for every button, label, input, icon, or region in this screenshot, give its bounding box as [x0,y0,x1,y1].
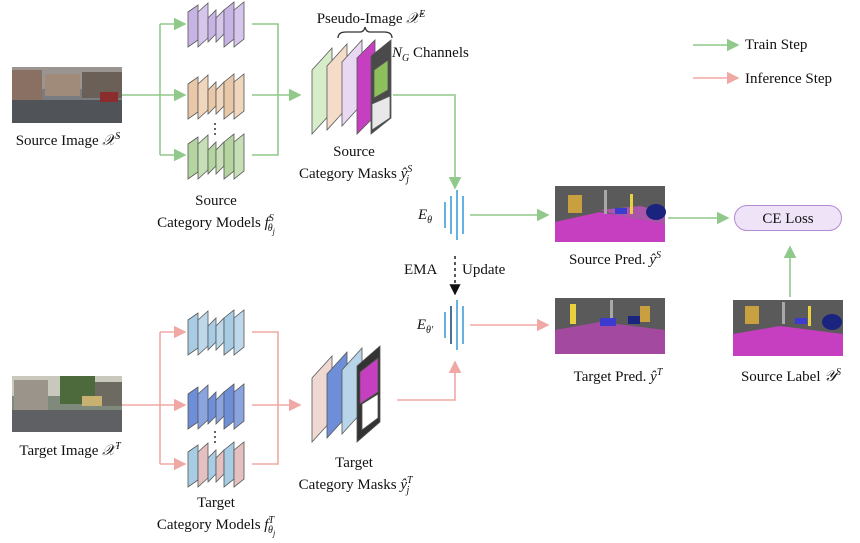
source-models-label: Source Category Models fSθj [157,193,275,236]
source-prediction-map [555,186,666,242]
target-model-blue [187,383,245,430]
source-image [12,67,122,123]
encoder-target-label: Eθ′ [416,317,434,336]
source-label-label: Source Label 𝒴S [740,367,842,385]
target-image-label: Target Image 𝒳T [19,441,121,459]
target-models-ellipsis [214,431,216,443]
target-pred-label: Target Pred. ŷT [573,367,663,385]
target-models-label: Target Category Models fTθj [156,495,276,538]
pseudo-image-brace [337,26,393,39]
channels-label: NG Channels [392,45,469,64]
source-model-tan [187,73,245,120]
source-image-label: Source Image 𝒳S [15,131,121,149]
source-branch-arrows [122,17,797,297]
source-mask-stack [311,38,392,136]
legend-inference-label: Inference Step [745,71,833,87]
source-label-map [733,300,843,356]
encoder-target [444,300,464,350]
target-model-light-blue [187,309,245,356]
legend-train-label: Train Step [745,37,808,53]
source-models-ellipsis [214,123,216,135]
source-masks-label: Source Category Masks ŷSj [298,144,413,185]
encoder-source-label: Eθ [417,207,433,226]
encoder-source [444,190,464,240]
source-model-green [187,133,245,180]
pseudo-image-label: Pseudo-Image 𝒳E [316,9,426,27]
legend [693,38,740,85]
target-model-pink [187,441,245,488]
ce-loss-node: CE Loss [734,205,842,231]
source-model-purple [187,1,245,48]
target-image [12,376,122,432]
source-pred-label: Source Pred. ŷS [568,250,662,268]
update-label: Update [462,262,506,278]
ema-label: EMA [404,262,438,278]
target-masks-label: Target Category Masks ŷTj [298,455,413,496]
target-branch-arrows [122,318,550,471]
target-prediction-map [555,298,665,354]
target-mask-stack [311,345,381,444]
